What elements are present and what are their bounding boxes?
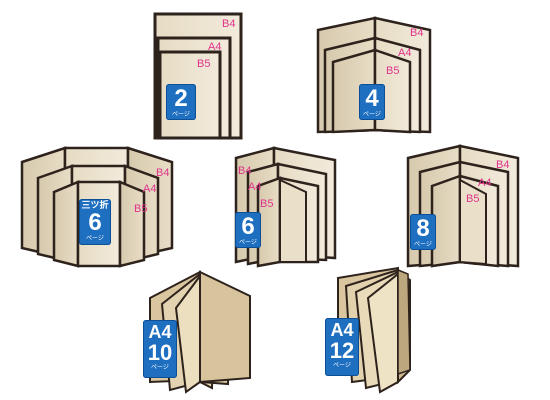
- size-label-b5: B5: [386, 65, 399, 77]
- size-label-b4: B4: [156, 167, 169, 179]
- size-label-b4: B4: [496, 159, 509, 171]
- badge-6-pages: 6 ページ: [235, 212, 261, 248]
- badge-2-pages: 2 ページ: [166, 84, 196, 120]
- badge-number: 6: [241, 213, 255, 240]
- size-label-b4: B4: [222, 18, 235, 30]
- badge-size: A4: [330, 320, 354, 340]
- badge-a4-12-pages: A4 12 ページ: [325, 318, 359, 376]
- badge-number: 2: [174, 85, 188, 112]
- badge-a4-10-pages: A4 10 ページ: [143, 320, 177, 378]
- badge-type: 三ツ折: [81, 200, 109, 210]
- size-label-a4: A4: [478, 177, 491, 189]
- badge-unit: ページ: [363, 112, 381, 118]
- badge-unit: ページ: [414, 242, 432, 248]
- size-label-b5: B5: [466, 193, 479, 205]
- holder-trifold-6-pages: B4 A4 B5: [20, 146, 174, 268]
- size-label-a4: A4: [143, 183, 156, 195]
- badge-size: A4: [148, 322, 172, 342]
- size-label-b5: B5: [197, 58, 210, 70]
- size-label-b4: B4: [410, 27, 423, 39]
- badge-number: 4: [365, 85, 379, 112]
- size-label-a4: A4: [248, 181, 261, 193]
- badge-number: 8: [416, 215, 430, 242]
- badge-unit: ページ: [151, 365, 169, 371]
- holder-a4-12-pages: [337, 266, 411, 394]
- size-label-b5: B5: [134, 203, 147, 215]
- badge-number: 6: [88, 209, 102, 236]
- badge-unit: ページ: [86, 236, 104, 242]
- badge-number: 10: [147, 340, 173, 365]
- size-label-a4: A4: [208, 41, 221, 53]
- size-label-b5: B5: [260, 198, 273, 210]
- badge-unit: ページ: [172, 112, 190, 118]
- badge-4-pages: 4 ページ: [359, 84, 385, 120]
- badge-unit: ページ: [239, 240, 257, 246]
- size-label-a4: A4: [398, 47, 411, 59]
- badge-trifold-6-pages: 三ツ折 6 ページ: [79, 199, 111, 245]
- size-label-b4: B4: [238, 165, 251, 177]
- badge-8-pages: 8 ページ: [410, 214, 436, 250]
- badge-number: 12: [329, 338, 355, 363]
- badge-unit: ページ: [333, 363, 351, 369]
- holder-6-pages: B4 A4 B5: [234, 146, 337, 268]
